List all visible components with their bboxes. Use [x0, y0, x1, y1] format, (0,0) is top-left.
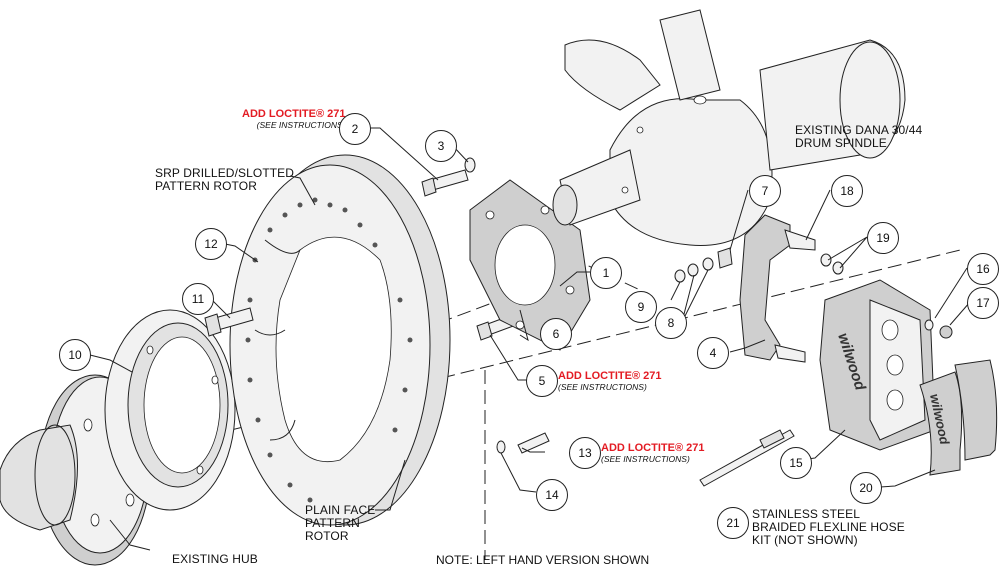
- loctite-title: ADD LOCTITE® 271: [242, 108, 346, 120]
- label-existing-spindle: EXISTING DANA 30/44 DRUM SPINDLE: [795, 123, 923, 150]
- loctite-note-5: ADD LOCTITE® 271 (SEE INSTRUCTIONS): [558, 370, 661, 392]
- loctite-note-2: ADD LOCTITE® 271 (SEE INSTRUCTIONS): [242, 108, 345, 130]
- callout-19: 19: [867, 222, 899, 254]
- note-left-hand: NOTE: LEFT HAND VERSION SHOWN: [436, 553, 650, 567]
- callout-9: 9: [625, 291, 657, 323]
- callout-6: 6: [540, 318, 572, 350]
- rotor-bolt-axis: [419, 299, 501, 331]
- callout-21: 21: [717, 507, 749, 539]
- nut-17: [939, 325, 953, 339]
- callout-15: 15: [780, 447, 812, 479]
- leader-lines: [89, 127, 971, 551]
- callout-10: 10: [59, 339, 91, 371]
- brake-pads: wilwood: [919, 359, 998, 476]
- callout-7: 7: [749, 175, 781, 207]
- callout-12: 12: [195, 228, 227, 260]
- caliper-bracket: [739, 214, 816, 363]
- callout-14: 14: [536, 479, 568, 511]
- washer-16: [924, 319, 934, 331]
- caliper: wilwood: [819, 279, 936, 451]
- bolt-2: [421, 169, 469, 197]
- callout-11: 11: [182, 283, 214, 315]
- callout-13: 13: [569, 437, 601, 469]
- loctite-note-13: ADD LOCTITE® 271 (SEE INSTRUCTIONS): [601, 442, 704, 464]
- spacer-stack: [674, 247, 733, 283]
- existing-hub: [0, 374, 151, 566]
- callout-8: 8: [655, 307, 687, 339]
- loctite-subtitle: (SEE INSTRUCTIONS): [601, 454, 690, 464]
- washer-19b: [832, 261, 844, 275]
- label-existing-hub: EXISTING HUB: [172, 552, 258, 566]
- rotor-hat: [104, 309, 236, 511]
- label-plain-rotor: PLAIN FACE PATTERN ROTOR: [305, 503, 376, 543]
- washer-19a: [820, 253, 832, 267]
- label-hose-kit: STAINLESS STEEL BRAIDED FLEXLINE HOSE KI…: [752, 507, 905, 547]
- loctite-subtitle: (SEE INSTRUCTIONS): [558, 382, 647, 392]
- hat-bolt: [204, 307, 254, 337]
- callout-5: 5: [526, 365, 558, 397]
- callout-3: 3: [425, 130, 457, 162]
- callout-17: 17: [967, 287, 999, 319]
- callout-16: 16: [967, 253, 999, 285]
- brake-rotor: [229, 154, 451, 526]
- pad-pin-spacer: [759, 429, 785, 449]
- loctite-title: ADD LOCTITE® 271: [601, 442, 705, 454]
- loctite-title: ADD LOCTITE® 271: [558, 370, 662, 382]
- callout-20: 20: [850, 472, 882, 504]
- callout-18: 18: [831, 175, 863, 207]
- loctite-subtitle: (SEE INSTRUCTIONS): [256, 120, 346, 130]
- callout-1: 1: [590, 257, 622, 289]
- existing-spindle: [552, 9, 906, 246]
- bolt-13: [517, 432, 550, 454]
- callout-2: 2: [339, 113, 371, 145]
- washer-14: [496, 440, 506, 454]
- label-srp-rotor: SRP DRILLED/SLOTTED PATTERN ROTOR: [155, 166, 295, 193]
- callout-4: 4: [697, 337, 729, 369]
